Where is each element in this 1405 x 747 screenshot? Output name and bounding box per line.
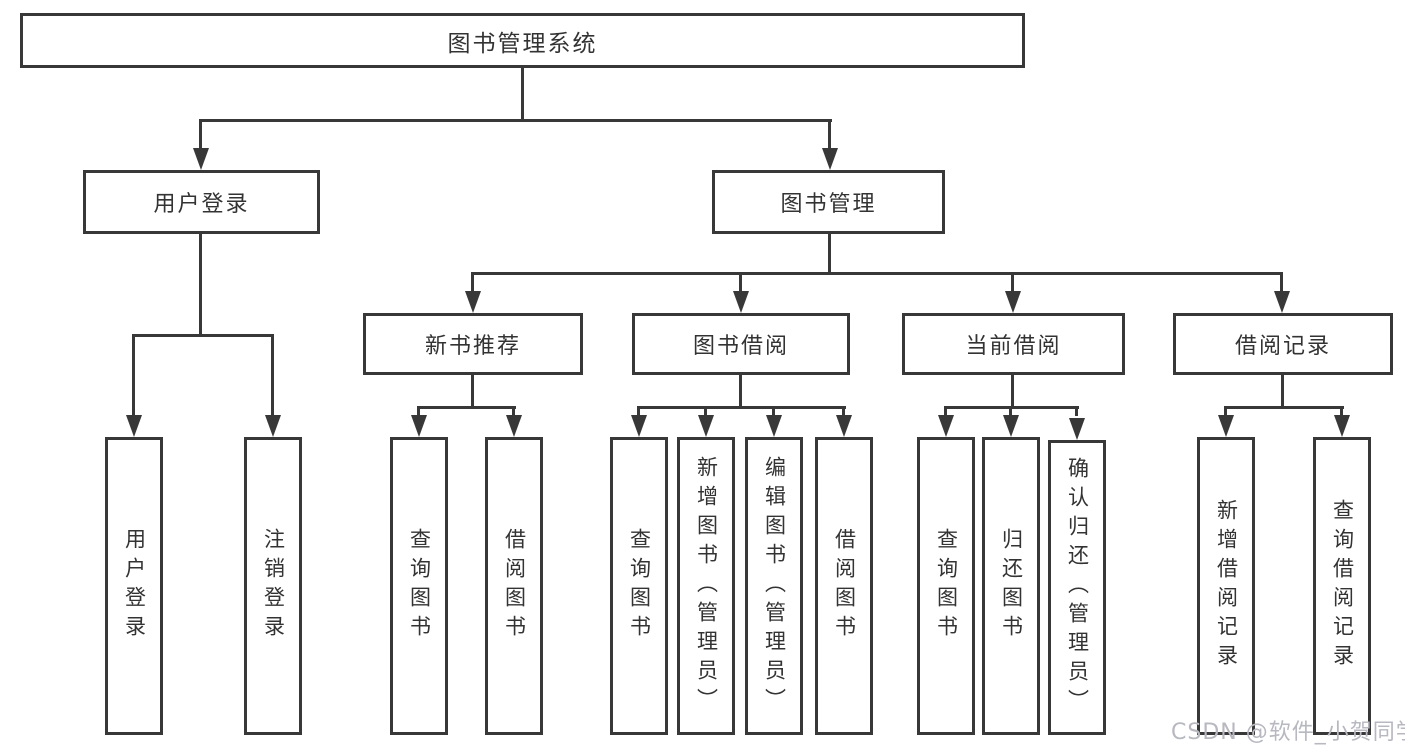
node-label: 编辑图书（管理员）	[762, 455, 787, 717]
connector-line-v	[739, 375, 742, 408]
connector-line-v	[828, 234, 831, 274]
connector-line-v	[417, 406, 420, 416]
node-root: 图书管理系统	[20, 13, 1025, 68]
connector-line-v	[1280, 272, 1283, 292]
node-label: 图书借阅	[692, 334, 789, 359]
node-label: 图书管理	[780, 192, 877, 217]
arrow-down-icon	[1334, 415, 1350, 437]
connector-line-v	[1224, 406, 1227, 416]
connector-line-v	[512, 406, 515, 416]
connector-line-v	[704, 406, 707, 416]
arrow-down-icon	[1069, 418, 1085, 440]
arrow-down-icon	[938, 415, 954, 437]
node-book-management: 图书管理	[712, 170, 945, 234]
connector-line-v	[828, 119, 831, 150]
connector-line-v	[1075, 406, 1078, 416]
node-label: 当前借阅	[965, 334, 1062, 359]
connector-line-h	[637, 406, 846, 409]
leaf-user-login: 用户登录	[105, 437, 163, 735]
node-label: 查询图书	[627, 528, 652, 644]
arrow-down-icon	[193, 148, 209, 170]
arrow-down-icon	[1005, 291, 1021, 313]
node-borrow-records: 借阅记录	[1173, 313, 1393, 375]
connector-line-v	[772, 406, 775, 416]
arrow-down-icon	[822, 148, 838, 170]
connector-line-h	[199, 119, 832, 122]
arrow-down-icon	[733, 291, 749, 313]
arrow-down-icon	[265, 415, 281, 437]
node-user-login: 用户登录	[83, 170, 320, 234]
node-label: 用户登录	[122, 528, 147, 644]
leaf-borrow-books-borrowing: 借阅图书	[815, 437, 873, 735]
arrow-down-icon	[465, 291, 481, 313]
connector-line-v	[1011, 375, 1014, 408]
connector-line-v	[1340, 406, 1343, 416]
connector-line-v	[739, 272, 742, 292]
watermark: CSDN @软件_小贺同学	[1171, 720, 1405, 745]
leaf-borrow-books-recommend: 借阅图书	[485, 437, 543, 735]
node-current-borrowing: 当前借阅	[902, 313, 1125, 375]
arrow-down-icon	[126, 415, 142, 437]
connector-line-v	[132, 334, 135, 416]
connector-line-v	[199, 119, 202, 150]
node-label: 新增图书（管理员）	[694, 455, 719, 717]
node-label: 借阅记录	[1234, 334, 1331, 359]
connector-line-v	[1281, 375, 1284, 408]
node-label: 新书推荐	[424, 334, 521, 359]
node-label: 新增借阅记录	[1214, 499, 1239, 673]
node-label: 图书管理系统	[447, 30, 598, 57]
node-label: 借阅图书	[832, 528, 857, 644]
node-label: 归还图书	[999, 528, 1024, 644]
connector-line-h	[1224, 406, 1344, 409]
node-label: 查询借阅记录	[1330, 499, 1355, 673]
node-label: 确认归还（管理员）	[1065, 457, 1090, 718]
connector-line-v	[1009, 406, 1012, 416]
leaf-query-borrow-record: 查询借阅记录	[1313, 437, 1371, 735]
connector-line-v	[637, 406, 640, 416]
leaf-edit-books-admin: 编辑图书（管理员）	[745, 437, 803, 735]
leaf-return-books: 归还图书	[982, 437, 1040, 735]
connector-line-v	[944, 406, 947, 416]
arrow-down-icon	[506, 415, 522, 437]
connector-line-h	[471, 272, 1283, 275]
node-label: 借阅图书	[502, 528, 527, 644]
arrow-down-icon	[411, 415, 427, 437]
leaf-query-books-borrowing: 查询图书	[610, 437, 668, 735]
leaf-add-borrow-record: 新增借阅记录	[1197, 437, 1255, 735]
node-label: 查询图书	[934, 528, 959, 644]
connector-line-v	[1011, 272, 1014, 292]
connector-line-h	[132, 334, 274, 337]
node-new-book-recommend: 新书推荐	[363, 313, 583, 375]
node-label: 查询图书	[407, 528, 432, 644]
connector-line-v	[199, 234, 202, 336]
leaf-add-books-admin: 新增图书（管理员）	[677, 437, 735, 735]
arrow-down-icon	[1274, 291, 1290, 313]
leaf-confirm-return-admin: 确认归还（管理员）	[1048, 440, 1106, 735]
arrow-down-icon	[766, 415, 782, 437]
node-book-borrowing: 图书借阅	[632, 313, 850, 375]
connector-line-v	[271, 334, 274, 416]
leaf-logout: 注销登录	[244, 437, 302, 735]
arrow-down-icon	[698, 415, 714, 437]
leaf-query-books-current: 查询图书	[917, 437, 975, 735]
arrow-down-icon	[1218, 415, 1234, 437]
connector-line-h	[417, 406, 516, 409]
connector-line-v	[521, 68, 524, 121]
node-label: 用户登录	[153, 192, 250, 217]
connector-line-v	[842, 406, 845, 416]
leaf-query-books-recommend: 查询图书	[390, 437, 448, 735]
connector-line-v	[471, 272, 474, 292]
connector-line-v	[471, 375, 474, 408]
arrow-down-icon	[836, 415, 852, 437]
node-label: 注销登录	[261, 528, 286, 644]
arrow-down-icon	[631, 415, 647, 437]
arrow-down-icon	[1003, 415, 1019, 437]
